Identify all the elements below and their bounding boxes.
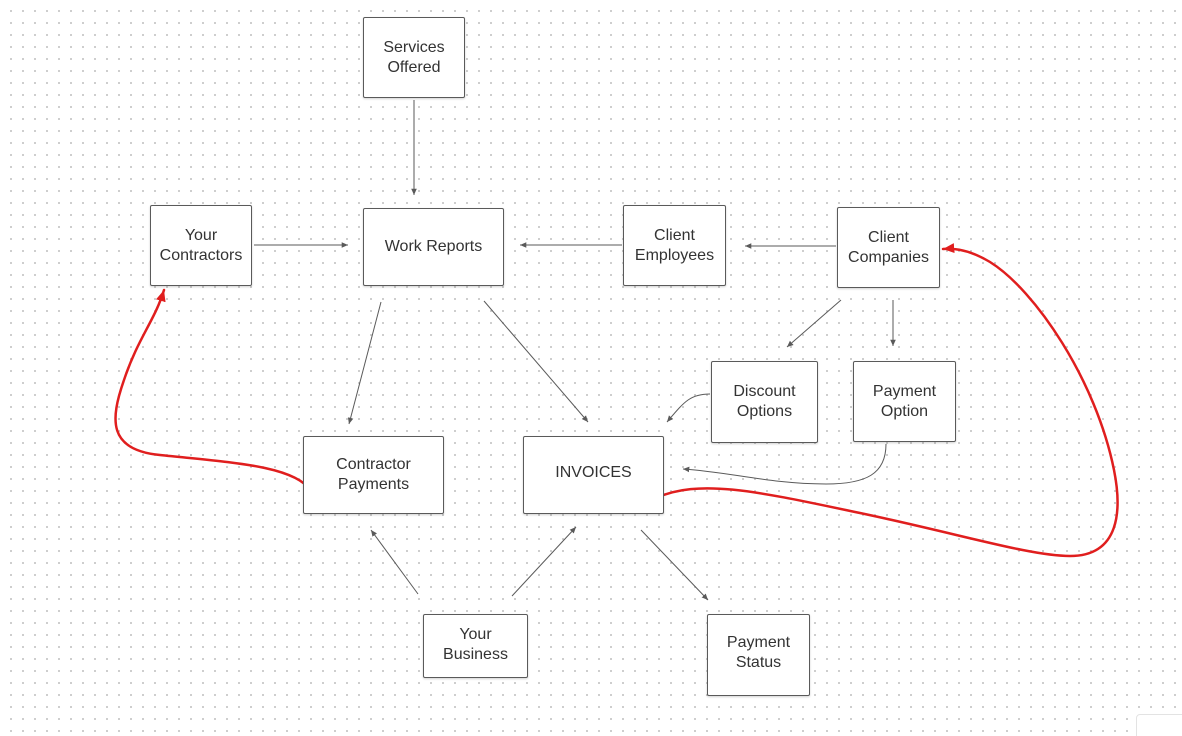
node-label-your-business: Your Business [443,626,508,663]
node-client-companies[interactable]: Client Companies [837,207,940,288]
node-your-business[interactable]: Your Business [423,614,528,678]
node-work-reports[interactable]: Work Reports [363,208,504,286]
node-label-client-companies: Client Companies [848,228,929,266]
red-arrow-invoices-to-clientcompanies[interactable] [654,243,1119,558]
node-contractor-payments[interactable]: Contractor Payments [303,436,444,514]
arrow-business-to-contractorpayments[interactable] [370,529,419,595]
node-label-contractor-payments: Contractor Payments [336,456,411,493]
corner-panel[interactable] [1136,714,1182,736]
node-label-discount-options: Discount Options [733,383,796,420]
node-your-contractors[interactable]: Your Contractors [150,205,252,286]
node-client-employees[interactable]: Client Employees [623,205,726,286]
arrow-invoices-to-paymentstatus[interactable] [640,529,709,601]
node-payment-status[interactable]: Payment Status [707,614,810,696]
arrow-workreports-to-contractorpayments[interactable] [347,301,382,425]
red-arrow-contractorpayments-to-contractors[interactable] [114,288,313,493]
node-label-client-employees: Client Employees [634,226,715,264]
arrow-workreports-to-invoices[interactable] [483,300,589,423]
arrow-companies-to-discount[interactable] [786,299,842,348]
arrow-discount-to-invoices[interactable] [666,393,711,423]
node-invoices[interactable]: INVOICES [523,436,664,514]
node-label-payment-option: Payment Option [872,382,937,420]
node-label-services-offered: Services Offered [383,38,445,76]
node-label-invoices: INVOICES [555,464,632,481]
arrow-business-to-invoices[interactable] [511,526,577,597]
arrow-paymentoption-to-invoices[interactable] [682,443,887,485]
node-services-offered[interactable]: Services Offered [363,17,465,98]
node-discount-options[interactable]: Discount Options [711,361,818,443]
node-label-work-reports: Work Reports [384,238,483,255]
node-label-payment-status: Payment Status [726,634,791,671]
node-label-your-contractors: Your Contractors [159,226,243,264]
node-payment-option[interactable]: Payment Option [853,361,956,442]
